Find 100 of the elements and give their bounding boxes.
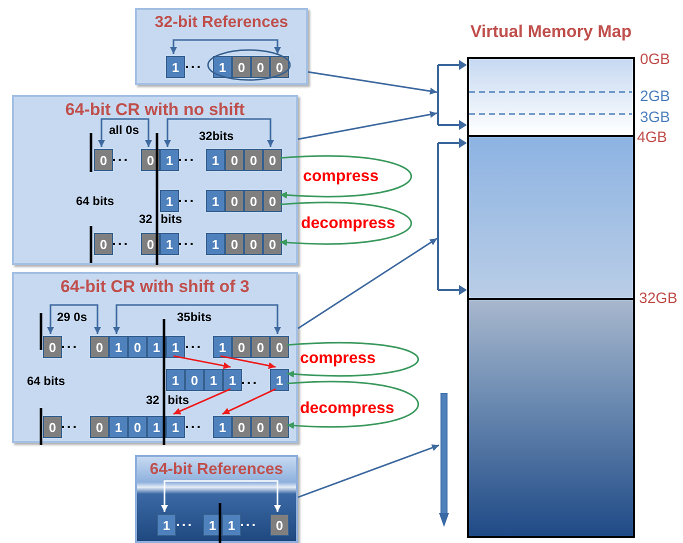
arrow — [47, 304, 101, 334]
address-label: 0GB — [640, 52, 670, 68]
bit-cell: 0 — [225, 233, 244, 255]
bit-cell: 1 — [160, 233, 179, 255]
arrow — [161, 480, 281, 512]
ellipsis: ... — [176, 514, 194, 528]
bracket-arrow — [437, 138, 467, 295]
memory-region — [467, 298, 635, 538]
arrow — [298, 238, 438, 330]
edge-label: all 0s — [109, 123, 140, 137]
arrow — [220, 355, 276, 370]
bit-cell: 1 — [160, 190, 179, 212]
bit-cell: 0 — [43, 336, 62, 358]
panel — [12, 272, 298, 443]
ellipsis: ... — [185, 56, 203, 70]
bit-cell: 0 — [251, 416, 270, 438]
arrow — [298, 444, 440, 498]
edge-label: compress — [303, 168, 379, 186]
bit-cell: 1 — [166, 369, 185, 391]
bit-cell: 0 — [225, 190, 244, 212]
address-label: 32GB — [639, 291, 678, 307]
arrow — [308, 71, 438, 95]
map-title: Virtual Memory Map — [469, 22, 633, 42]
arrow — [98, 118, 152, 147]
panel — [12, 95, 298, 265]
arrow — [173, 388, 231, 415]
ellipsis: ... — [178, 190, 196, 204]
ellipsis: ... — [112, 233, 130, 247]
bit-cell: 0 — [232, 56, 251, 78]
bit-cell: 1 — [166, 336, 185, 358]
bracket-arrow — [437, 60, 467, 130]
bit-cell: 1 — [206, 149, 225, 171]
bit-cell: 0 — [270, 56, 289, 78]
ellipsis: ... — [178, 233, 196, 247]
arrow — [286, 380, 418, 429]
bit-cell: 0 — [232, 416, 251, 438]
bit-cell: 1 — [213, 336, 232, 358]
bit-cell: 1 — [166, 56, 185, 78]
bit-cell: 1 — [109, 336, 128, 358]
arrow — [170, 39, 281, 54]
edge-label: decompress — [301, 215, 396, 233]
bit-cell: 0 — [185, 369, 204, 391]
bit-cell: 0 — [263, 190, 282, 212]
memory-region — [467, 135, 635, 298]
arrow — [173, 355, 231, 370]
bit-cell: 0 — [90, 336, 109, 358]
bit-cell: 0 — [244, 190, 263, 212]
ellipsis: ... — [178, 149, 196, 163]
bit-cell: 1 — [213, 56, 232, 78]
bit-cell: 0 — [270, 336, 289, 358]
down-arrow — [439, 393, 449, 527]
bit-cell: 0 — [225, 149, 244, 171]
ellipsis: ... — [241, 372, 259, 386]
bit-count-label: 64 bits — [27, 374, 66, 388]
ellipsis: ... — [112, 149, 130, 163]
edge-label: 32bits — [199, 129, 234, 143]
panel-title: 64-bit CR with shift of 3 — [60, 277, 250, 297]
bit-cell: 1 — [206, 233, 225, 255]
ellipsis: ... — [185, 416, 203, 430]
bit-cell: 0 — [128, 336, 147, 358]
ellipsis: ... — [185, 336, 203, 350]
ellipsis: ... — [61, 416, 79, 430]
edge-label: 35bits — [177, 310, 212, 324]
bit-count-label: 32 bits — [139, 212, 182, 226]
bit-cell: 0 — [263, 233, 282, 255]
panel — [135, 455, 298, 543]
address-label: 4GB — [637, 130, 668, 146]
bit-cell: 0 — [244, 149, 263, 171]
bit-cell: 1 — [157, 514, 176, 536]
panel-title: 64-bit References — [148, 460, 284, 480]
bit-cell: 1 — [206, 190, 225, 212]
arrow — [113, 304, 281, 334]
arrow — [164, 118, 274, 147]
bit-cell: 0 — [94, 149, 113, 171]
bit-cell: 0 — [270, 514, 289, 536]
panel-title: 32-bit References — [154, 13, 290, 33]
panel — [135, 8, 308, 85]
bit-cell: 0 — [251, 56, 270, 78]
bit-cell: 0 — [244, 233, 263, 255]
bit-cell: 0 — [263, 149, 282, 171]
ellipsis: ... — [240, 514, 258, 528]
arrow — [280, 155, 412, 198]
bit-cell: 0 — [94, 233, 113, 255]
bit-cell: 0 — [128, 416, 147, 438]
bit-cell: 0 — [251, 336, 270, 358]
panel-title: 64-bit CR with no shift — [64, 100, 246, 120]
arrow — [298, 111, 438, 140]
bit-cell: 1 — [204, 369, 223, 391]
arrow — [222, 388, 276, 415]
bit-cell: 1 — [270, 369, 289, 391]
bit-cell: 0 — [90, 416, 109, 438]
bit-cell: 1 — [223, 369, 242, 391]
bit-count-label: 32 bits — [146, 393, 190, 407]
edge-label: decompress — [300, 400, 394, 418]
memory-region — [467, 57, 635, 135]
arrow — [280, 202, 412, 246]
bit-cell: 1 — [160, 149, 179, 171]
arrow — [286, 342, 418, 378]
bit-cell: 1 — [213, 416, 232, 438]
bit-cell: 1 — [222, 514, 241, 536]
